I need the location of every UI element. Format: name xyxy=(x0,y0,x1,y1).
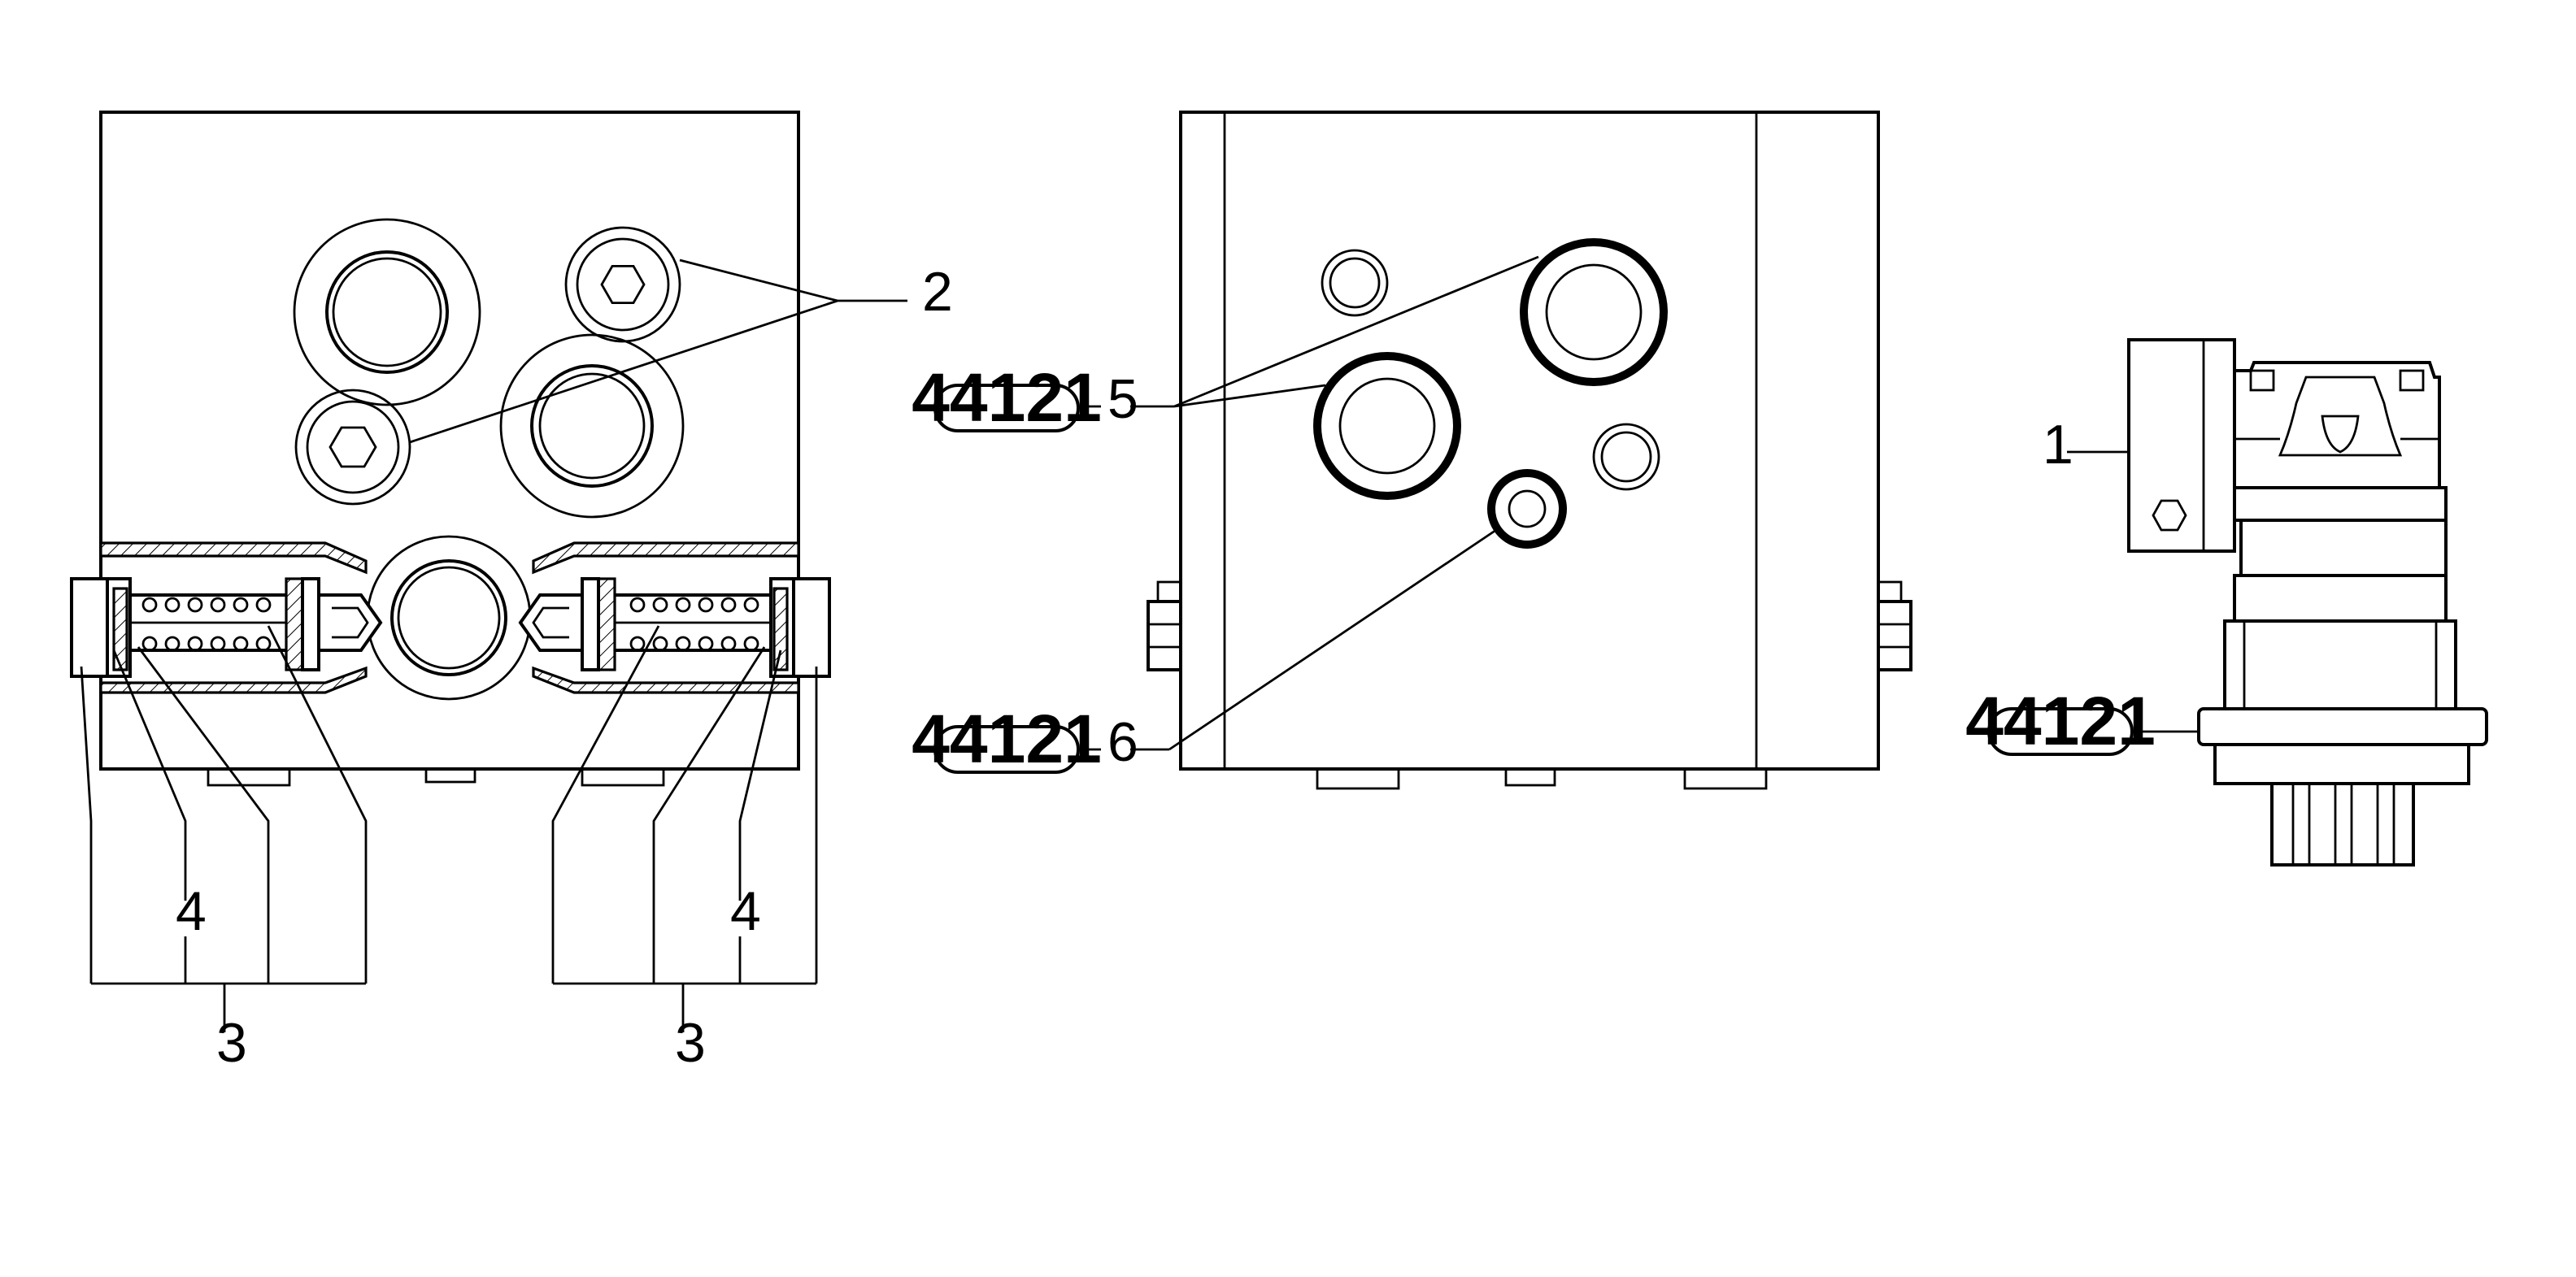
callout-5: 5 xyxy=(1107,368,1138,430)
cartridge-valve-left xyxy=(70,577,383,678)
leader-line-item-6 xyxy=(1078,405,1497,751)
valve-block-side-view: 5 6 44121 44121 xyxy=(912,111,1912,790)
callout-2: 2 xyxy=(922,261,953,323)
port-large-center xyxy=(499,333,685,519)
port-item-6 xyxy=(1487,469,1567,549)
valve-block-section-view: 2 4 4 3 3 xyxy=(70,111,953,1074)
motor-body xyxy=(2223,486,2457,710)
solenoid-coil-item-1 xyxy=(2127,338,2236,553)
callout-6: 6 xyxy=(1107,711,1138,773)
reference-badge-item-5: 44121 xyxy=(912,359,1102,436)
side-fitting-left xyxy=(1147,580,1182,671)
leader-lines-item-2 xyxy=(409,258,907,444)
motor-top-cap xyxy=(2233,361,2441,489)
leader-lines-item-5 xyxy=(1130,255,1539,408)
port-center-bottom xyxy=(366,535,532,701)
svg-text:44121: 44121 xyxy=(912,701,1102,777)
small-port-top-left xyxy=(1321,249,1389,317)
callout-4-left: 4 xyxy=(176,880,207,942)
callout-4-right: 4 xyxy=(730,880,761,942)
port-item-5-lower xyxy=(1313,352,1461,500)
callout-1: 1 xyxy=(2043,414,2073,476)
cartridge-valve-right xyxy=(518,577,831,678)
hydraulic-motor-view: 1 44121 xyxy=(1965,338,2488,867)
side-fitting-right xyxy=(1877,580,1912,671)
reference-badge-motor: 44121 xyxy=(1965,683,2156,759)
motor-splined-shaft xyxy=(2270,782,2415,867)
port-item-5-upper xyxy=(1520,238,1668,386)
svg-text:44121: 44121 xyxy=(1965,683,2156,759)
small-port-right xyxy=(1592,423,1660,491)
reference-badge-item-6: 44121 xyxy=(912,701,1102,777)
svg-text:44121: 44121 xyxy=(912,359,1102,436)
bottom-fittings-left-view xyxy=(207,767,665,787)
valve-block-outline xyxy=(99,111,800,771)
port-large-top-left xyxy=(293,218,481,406)
callout-3-left: 3 xyxy=(216,1012,247,1074)
leader-lines-items-3-4 xyxy=(80,625,818,1032)
callout-3-right: 3 xyxy=(675,1012,706,1074)
motor-mounting-flange xyxy=(2197,707,2488,785)
hex-plug-upper xyxy=(564,226,681,343)
hex-plug-lower xyxy=(294,389,411,506)
bottom-fittings-side-view xyxy=(1316,767,1768,790)
